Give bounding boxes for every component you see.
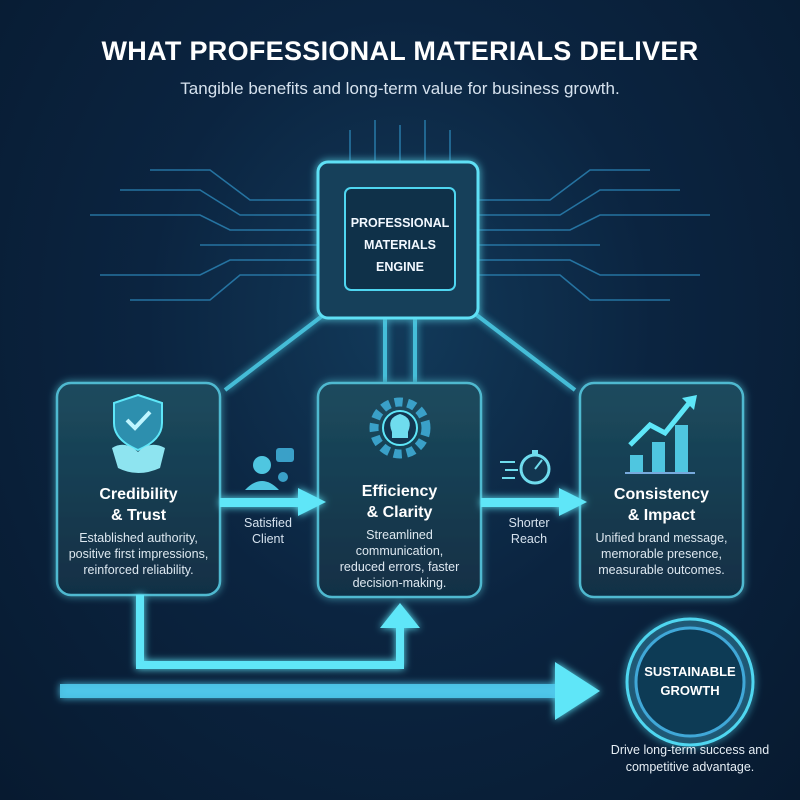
card-credibility: Credibility& Trust Established authority… (57, 484, 220, 578)
stopwatch-icon (500, 450, 551, 485)
shield-handshake-icon (112, 393, 165, 473)
engine-label: PROFESSIONAL MATERIALS ENGINE (345, 212, 455, 278)
growth-chart-icon (625, 395, 697, 474)
growth-circle (625, 617, 755, 747)
card-description: Established authority,positive first imp… (68, 531, 209, 577)
engine-label-line: MATERIALS (364, 238, 436, 252)
card-frames (55, 381, 745, 599)
satisfied-client-icon (245, 448, 294, 490)
page-subtitle: Tangible benefits and long-term value fo… (180, 79, 620, 98)
card-description: Unified brand message,memorable presence… (595, 531, 728, 577)
circuit-traces (90, 120, 710, 301)
card-title: Consistency& Impact (613, 486, 710, 524)
bottom-flow (60, 595, 600, 720)
engine-label-line: PROFESSIONAL (350, 216, 450, 230)
page-title: WHAT PROFESSIONAL MATERIALS DELIVER (101, 36, 699, 66)
card-title: Efficiency& Clarity (361, 483, 438, 521)
card-title: Credibility& Trust (99, 486, 178, 524)
engine-chip (316, 160, 480, 320)
engine-label-line: ENGINE (376, 260, 424, 274)
gear-lightbulb-icon (369, 397, 431, 459)
flow-arrows (220, 488, 587, 516)
card-consistency: Consistency& Impact Unified brand messag… (580, 484, 743, 578)
chip-beams (223, 308, 577, 392)
